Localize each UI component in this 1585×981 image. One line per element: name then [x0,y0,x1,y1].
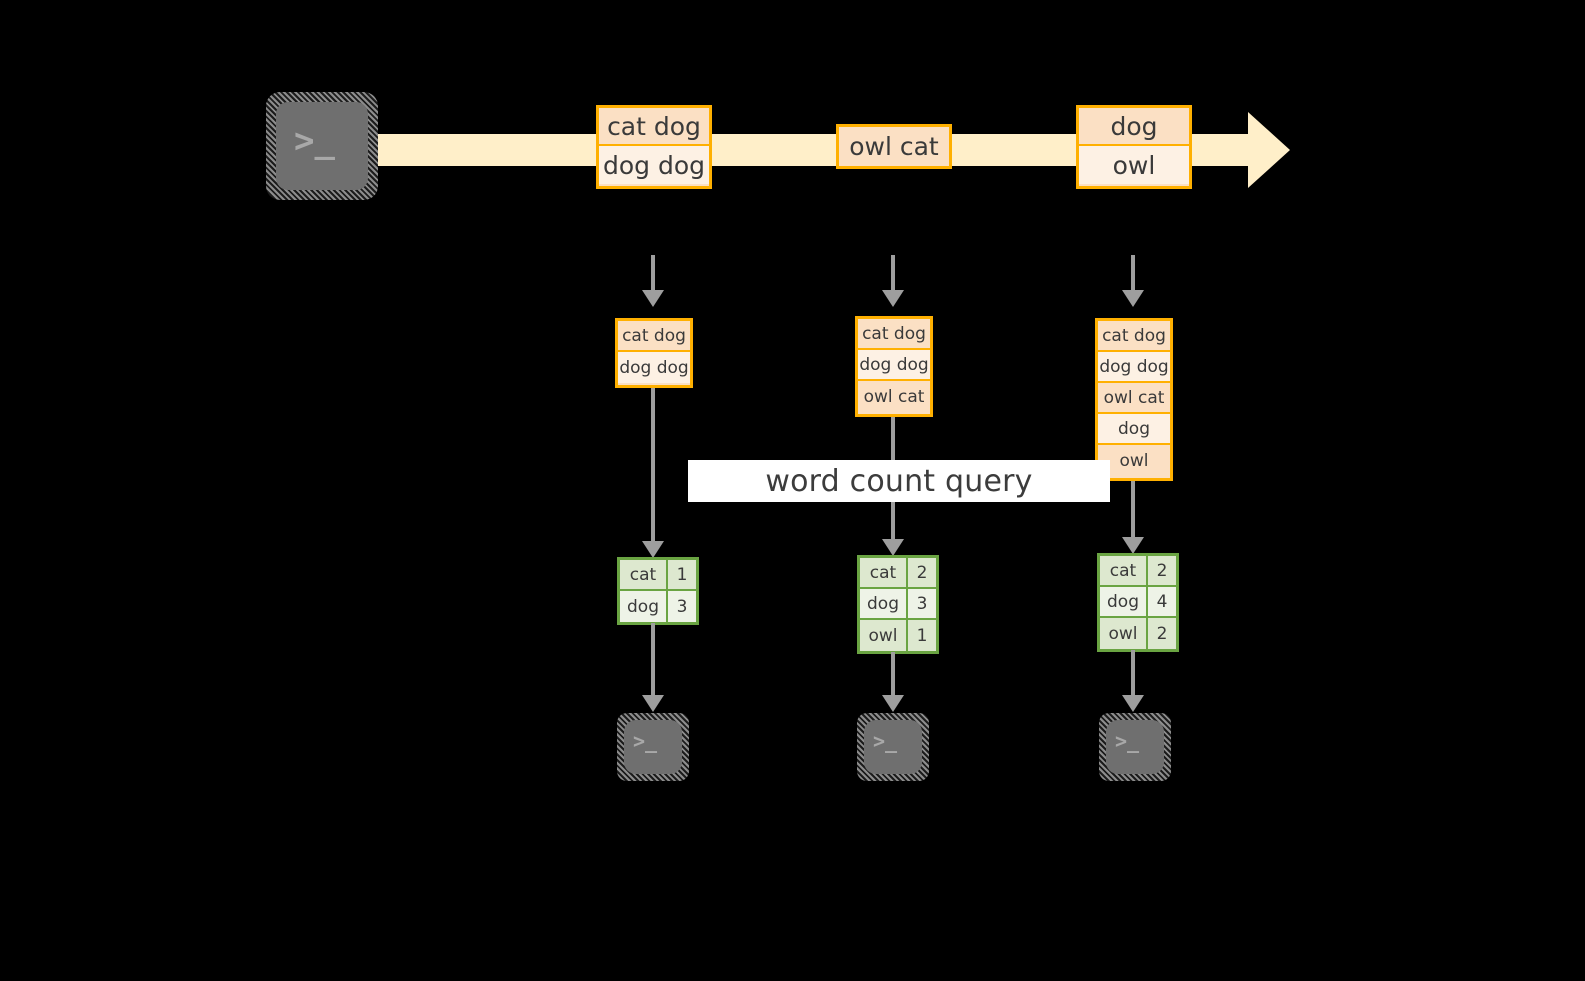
table-row: dog 4 [1100,587,1176,618]
query-banner: word count query [688,460,1110,502]
table-cell-key: cat [620,560,668,589]
table-row: cat 2 [860,558,936,589]
source-terminal-icon: >_ [266,92,378,200]
table-row: cat 2 [1100,556,1176,587]
stream-record-line: dog dog [599,146,709,184]
table-row: dog 3 [860,589,936,620]
table-cell-value: 2 [1148,618,1176,649]
arrow-head-icon [642,541,664,558]
table-cell-key: dog [1100,587,1148,616]
table-cell-value: 3 [668,591,696,622]
table-row: owl 2 [1100,618,1176,649]
snapshot-line: owl cat [1098,383,1170,414]
table-cell-key: dog [860,589,908,618]
dashed-connector-col1 [651,255,655,293]
connector-result-to-sink-col1 [651,623,655,701]
stream-record-line: dog [1079,108,1189,146]
table-cell-value: 3 [908,589,936,618]
arrow-head-icon [882,539,904,556]
table-cell-value: 4 [1148,587,1176,616]
snapshot-line: cat dog [858,319,930,350]
snapshot-line: owl [1098,445,1170,476]
result-table-col3: cat 2 dog 4 owl 2 [1097,553,1179,652]
snapshot-line: dog dog [618,352,690,383]
snapshot-line: dog [1098,414,1170,445]
terminal-prompt-glyph: >_ [294,121,335,161]
result-table-col2: cat 2 dog 3 owl 1 [857,555,939,654]
snapshot-line: dog dog [1098,352,1170,383]
snapshot-line: cat dog [618,321,690,352]
table-cell-key: owl [860,620,908,651]
table-cell-value: 2 [1148,556,1176,585]
table-cell-value: 1 [908,620,936,651]
table-row: dog 3 [620,591,696,622]
terminal-prompt-glyph: >_ [873,729,898,753]
arrow-head-icon [882,290,904,307]
terminal-prompt-glyph: >_ [1115,729,1140,753]
stream-record-0: cat dog dog dog [596,105,712,189]
stream-record-1: owl cat [836,124,952,169]
snapshot-line: owl cat [858,381,930,412]
snapshot-col3: cat dog dog dog owl cat dog owl [1095,318,1173,481]
table-row: owl 1 [860,620,936,651]
table-cell-key: dog [620,591,668,622]
table-cell-key: owl [1100,618,1148,649]
table-row: cat 1 [620,560,696,591]
connector-snapshot-to-result-col1 [651,388,655,548]
connector-snapshot-to-result-col3 [1131,481,1135,544]
snapshot-line: cat dog [1098,321,1170,352]
table-cell-key: cat [1100,556,1148,585]
snapshot-col1: cat dog dog dog [615,318,693,388]
table-cell-value: 1 [668,560,696,589]
arrow-head-icon [642,290,664,307]
result-table-col1: cat 1 dog 3 [617,557,699,625]
snapshot-col2: cat dog dog dog owl cat [855,316,933,417]
arrow-head-icon [642,695,664,712]
query-banner-label: word count query [765,463,1033,499]
table-cell-value: 2 [908,558,936,587]
stream-record-2: dog owl [1076,105,1192,189]
arrow-head-icon [1122,537,1144,554]
snapshot-line: dog dog [858,350,930,381]
arrow-head-icon [882,695,904,712]
stream-record-line: owl cat [839,127,949,165]
stream-record-line: owl [1079,146,1189,184]
dashed-connector-col3 [1131,255,1135,293]
stream-record-line: cat dog [599,108,709,146]
arrow-head-icon [1122,290,1144,307]
stream-arrow-head-icon [1248,112,1290,188]
connector-result-to-sink-col2 [891,652,895,702]
table-cell-key: cat [860,558,908,587]
sink-terminal-icon-col1: >_ [617,713,689,781]
sink-terminal-icon-col3: >_ [1099,713,1171,781]
sink-terminal-icon-col2: >_ [857,713,929,781]
arrow-head-icon [1122,695,1144,712]
dashed-connector-col2 [891,255,895,293]
terminal-prompt-glyph: >_ [633,729,658,753]
connector-result-to-sink-col3 [1131,650,1135,702]
